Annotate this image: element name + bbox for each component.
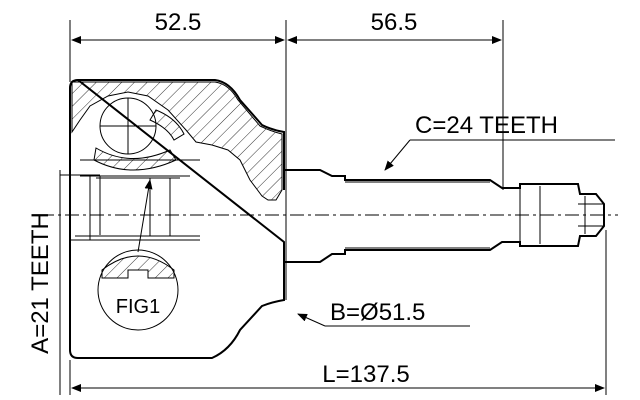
bell-housing (69, 78, 285, 359)
diameter-b-label: B=Ø51.5 (330, 299, 425, 326)
dimension-top-right: 56.5 (371, 9, 418, 36)
fig1-label: FIG1 (116, 296, 160, 318)
ball-cage (93, 97, 185, 236)
length-l-label: L=137.5 (322, 361, 409, 388)
spline-a-label: A=21 TEETH (27, 212, 54, 354)
spline-c-label: C=24 TEETH (415, 112, 558, 139)
dimension-lines (59, 20, 615, 395)
fig1-detail: FIG1 (97, 179, 179, 331)
stub-shaft (284, 169, 605, 263)
dimension-top-left: 52.5 (155, 9, 202, 36)
